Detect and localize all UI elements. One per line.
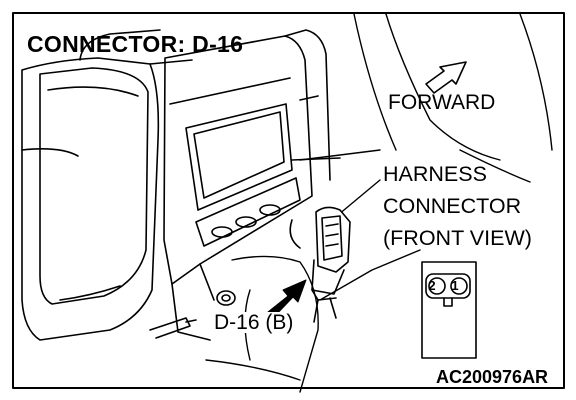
forward-arrow <box>425 61 467 94</box>
view-label-line-3: (FRONT VIEW) <box>383 226 532 250</box>
forward-label: FORWARD <box>388 91 496 114</box>
view-label-line-1: HARNESS <box>383 162 487 186</box>
pin-number-1: 1 <box>451 278 459 293</box>
figure-border <box>12 12 565 389</box>
harness-connector-d16 <box>289 206 351 323</box>
connector-callout-label: D-16 (B) <box>212 311 296 334</box>
center-console <box>149 29 341 341</box>
pin-number-2: 2 <box>428 278 436 293</box>
connector-front-view <box>421 261 477 359</box>
body-outline <box>353 13 553 183</box>
view-label-line-2: CONNECTOR <box>383 194 522 218</box>
floor-lines <box>205 149 421 393</box>
connector-title: CONNECTOR: D-16 <box>27 31 244 57</box>
figure-code: AC200976AR <box>436 367 549 387</box>
seat-panel <box>21 29 193 341</box>
